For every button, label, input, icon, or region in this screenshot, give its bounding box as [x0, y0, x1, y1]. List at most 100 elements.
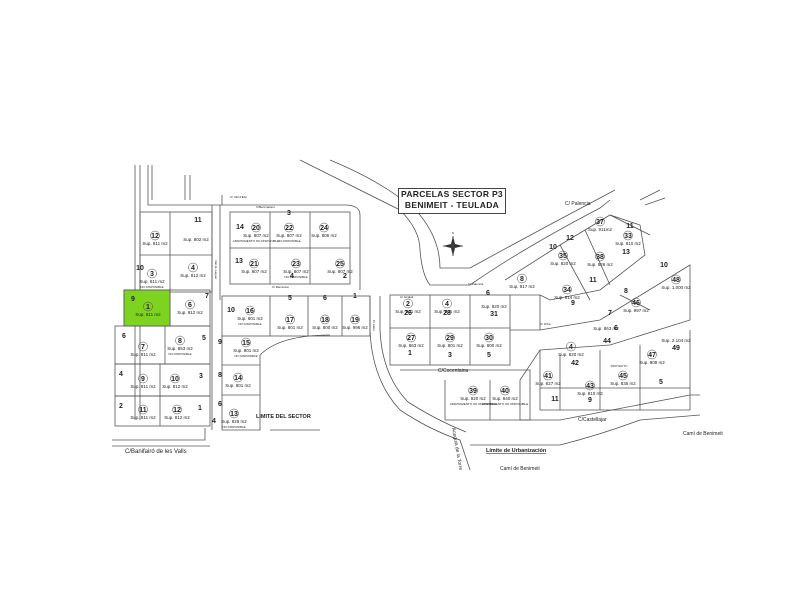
parcel[interactable]: 1 [351, 291, 360, 300]
parcel[interactable]: 2 [341, 271, 350, 280]
parcel[interactable]: 6 [612, 323, 621, 332]
street-vall-left: Vall de Laguar [214, 260, 218, 279]
parcel[interactable]: 12 [566, 233, 575, 242]
parcel[interactable]: 4 [117, 369, 126, 378]
parcel[interactable]: 28 [443, 308, 452, 317]
parcel[interactable]: 5 [657, 377, 666, 386]
parcel[interactable]: 13 [622, 247, 631, 256]
title-line-2: BENIMEIT - TEULADA [404, 200, 500, 210]
parcel[interactable]: Sup. 802 m2 [183, 237, 209, 242]
parcel[interactable]: 1 [406, 348, 415, 357]
parcel[interactable]: 14 [236, 222, 245, 231]
parcel[interactable]: Sup. 863 m2 [593, 326, 619, 331]
parcel[interactable]: 10 [660, 260, 669, 269]
parcel[interactable]: 6 [484, 288, 493, 297]
parcel[interactable]: 49 [672, 343, 681, 352]
parcel[interactable]: 26 [404, 308, 413, 317]
parcel[interactable]: Sup. 820 m2 [481, 304, 507, 309]
parcel[interactable]: 6 [120, 331, 129, 340]
parcel[interactable]: 10 [549, 242, 558, 251]
parcel[interactable]: 4 [210, 416, 219, 425]
parcel[interactable]: 6 [321, 293, 330, 302]
street-benimassot: C/Benimassot [256, 205, 275, 209]
parcel[interactable]: 9 [216, 337, 225, 346]
parcel[interactable]: 6 [216, 399, 225, 408]
parcel[interactable]: 3 [446, 350, 455, 359]
parcel[interactable]: 9 [129, 294, 138, 303]
parcel[interactable]: 44 [603, 336, 612, 345]
parcel[interactable]: 11 [194, 215, 203, 224]
parcel[interactable]: 13 [235, 256, 244, 265]
parcel[interactable]: 1 [196, 403, 205, 412]
parcel[interactable]: 3 [197, 371, 206, 380]
parcel[interactable]: 31 [490, 309, 499, 318]
parcel[interactable]: 4 [288, 271, 297, 280]
parcel[interactable]: 5 [200, 333, 209, 342]
parcel[interactable]: 10 [136, 263, 145, 272]
parcel[interactable]: 7 [203, 291, 212, 300]
parcel[interactable]: 11 [626, 221, 635, 230]
parcel[interactable]: 9 [569, 298, 578, 307]
parcel[interactable]: 10 [227, 305, 236, 314]
parcel[interactable]: Sup. 2.104 m2 [661, 338, 691, 343]
parcel[interactable]: 5 [485, 350, 494, 359]
parcel[interactable]: 3 [285, 208, 294, 217]
highlighted-parcel[interactable] [123, 289, 171, 327]
parcel[interactable]: 11 [589, 275, 598, 284]
parcel[interactable]: 9 [586, 395, 595, 404]
parcel[interactable]: 11 [551, 394, 560, 403]
parcel[interactable]: 8 [622, 286, 631, 295]
parcel[interactable]: 2 [117, 401, 126, 410]
parcel[interactable]: 7 [606, 308, 615, 317]
parcel[interactable]: 5 [286, 293, 295, 302]
parcel[interactable]: PROYECTO [611, 364, 628, 368]
parcel-number-circle [543, 370, 553, 381]
parcel[interactable]: 8 [216, 370, 225, 379]
parcel[interactable]: 42 [571, 358, 580, 367]
